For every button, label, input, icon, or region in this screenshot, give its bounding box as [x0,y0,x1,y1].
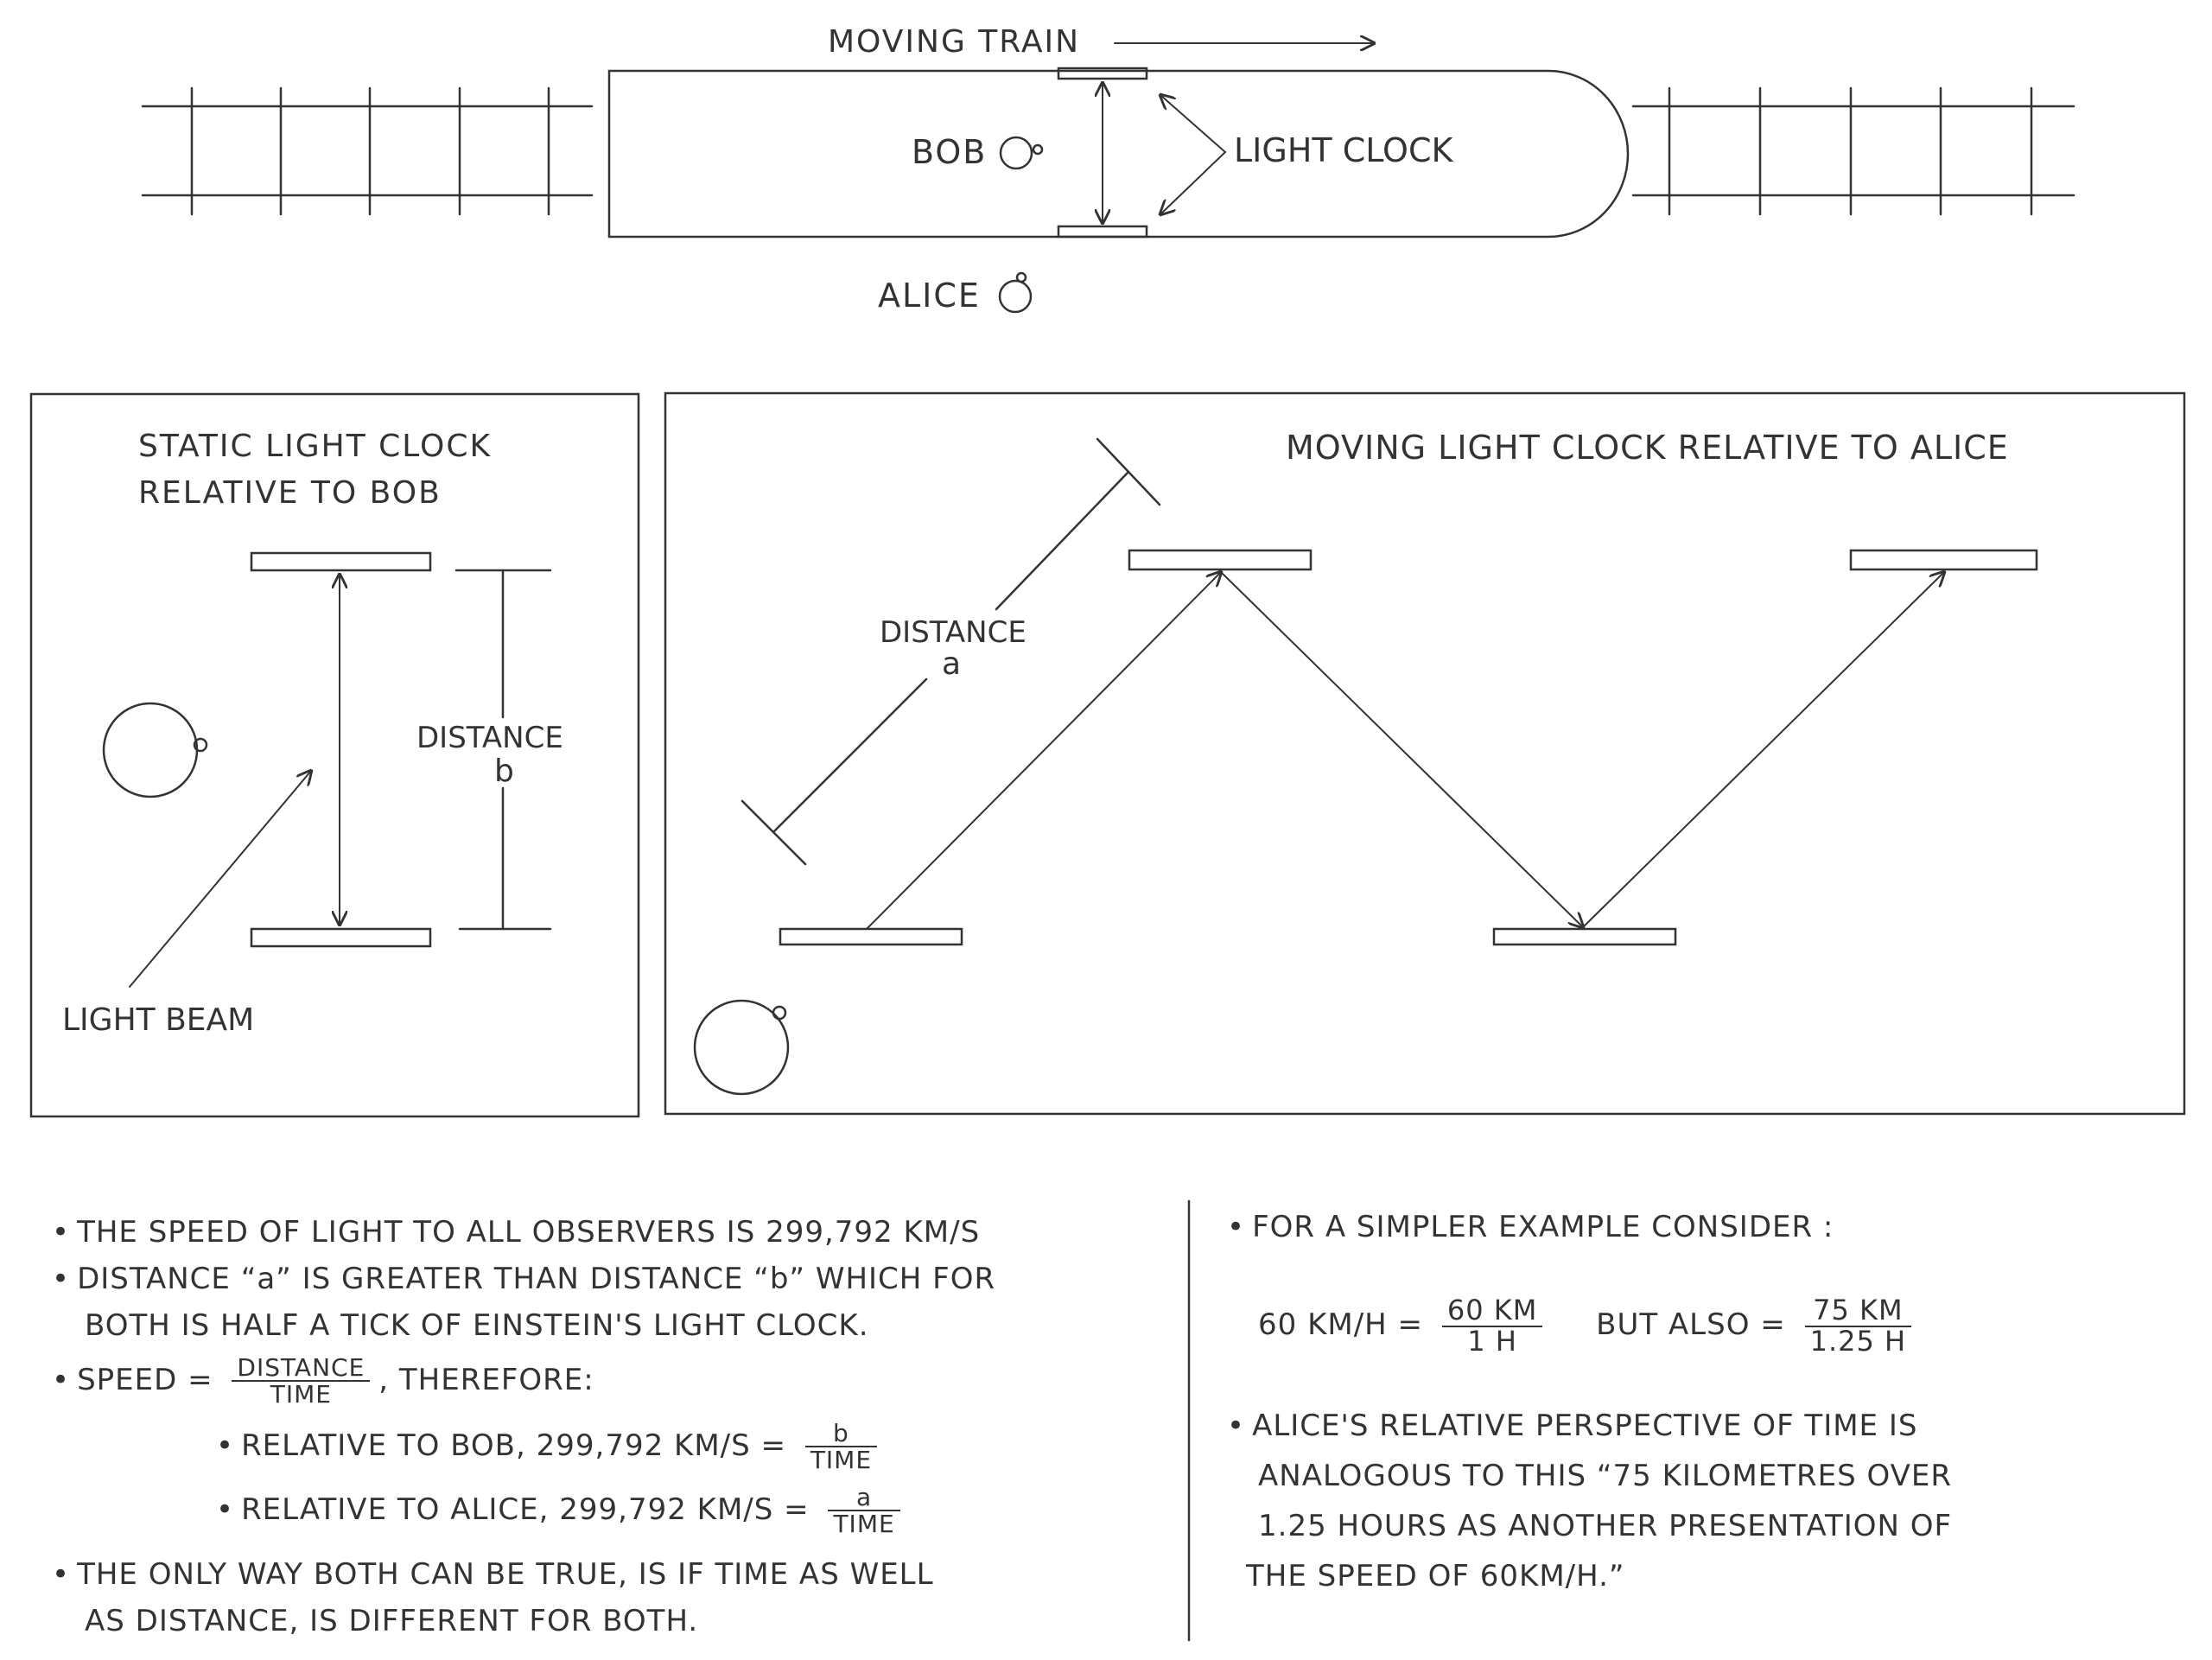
note-alice-perspective-3: 1.25 HOURS AS ANOTHER PRESENTATION OF [1258,1509,1953,1543]
static-panel-title-line1: STATIC LIGHT CLOCK [138,429,493,464]
alice-head-icon [998,271,1033,314]
relative-bob-den: TIME [810,1446,873,1475]
speed-fraction-den: TIME [270,1380,332,1409]
eq-mid: BUT ALSO = [1596,1307,1786,1343]
note-relative-bob: •RELATIVE TO BOB, 299,792 KM/S = b TIME [216,1421,886,1473]
distance-b-label: DISTANCE [416,721,563,755]
train-clock-top-mirror [1057,67,1148,80]
static-top-mirror [250,551,432,572]
relative-alice-den: TIME [833,1510,895,1539]
moving-mirror-bottom-2 [1492,927,1677,946]
moving-light-path [866,572,1944,929]
note-half-tick: BOTH IS HALF A TICK OF EINSTEIN'S LIGHT … [85,1308,869,1343]
eq-fraction-2-den: 1.25 H [1809,1324,1907,1358]
moving-mirror-top-1 [1128,549,1313,571]
relative-bob-prefix: RELATIVE TO BOB, 299,792 KM/S = [241,1428,786,1463]
distance-a-label: DISTANCE [880,615,1027,650]
note-alice-perspective-1: •ALICE'S RELATIVE PERSPECTIVE OF TIME IS [1227,1409,1918,1443]
note-line-1-text: THE SPEED OF LIGHT TO ALL OBSERVERS IS 2… [77,1215,981,1250]
note-alice-perspective-2: ANALOGOUS TO THIS “75 KILOMETRES OVER [1258,1459,1953,1493]
static-panel-frame [29,392,640,1118]
distance-a-var: a [942,646,963,682]
eq-fraction-1-den: 1 H [1467,1324,1517,1358]
notes-left: •THE SPEED OF LIGHT TO ALL OBSERVERS IS … [52,1210,1166,1642]
relative-alice-fraction: a TIME [828,1485,900,1539]
speed-fraction: DISTANCE TIME [232,1355,371,1409]
note-distance-compare: •DISTANCE “a” IS GREATER THAN DISTANCE “… [52,1262,996,1296]
relative-bob-num: b [804,1421,878,1448]
bob-label: BOB [912,133,988,171]
conclusion-line-1-text: THE ONLY WAY BOTH CAN BE TRUE, IS IF TIM… [77,1557,934,1592]
speed-fraction-num: DISTANCE [232,1355,371,1383]
note-conclusion-1: •THE ONLY WAY BOTH CAN BE TRUE, IS IF TI… [52,1557,934,1592]
static-panel-title-line2: RELATIVE TO BOB [138,475,442,511]
note-alice-perspective-4: THE SPEED OF 60KM/H.” [1246,1559,1625,1593]
moving-mirror-bottom-1 [779,927,963,946]
bob-head-icon [999,136,1044,170]
moving-mirror-top-2 [1849,549,2038,571]
note-simpler-example: •FOR A SIMPLER EXAMPLE CONSIDER : [1227,1210,1834,1244]
relative-alice-prefix: RELATIVE TO ALICE, 299,792 KM/S = [241,1491,810,1527]
note-line-2-text: DISTANCE “a” IS GREATER THAN DISTANCE “b… [77,1262,996,1296]
note-example-equation: 60 KM/H = 60 KM 1 H BUT ALSO = 75 KM 1.2… [1258,1295,1920,1358]
note-speed-of-light: •THE SPEED OF LIGHT TO ALL OBSERVERS IS … [52,1215,981,1250]
moving-panel-title: MOVING LIGHT CLOCK RELATIVE TO ALICE [1286,429,2009,467]
note-speed-formula: •SPEED = DISTANCE TIME , THEREFORE: [52,1353,594,1409]
eq-fraction-1: 60 KM 1 H [1441,1295,1543,1358]
eq-fraction-2-num: 75 KM [1804,1295,1912,1327]
note-conclusion-2: AS DISTANCE, IS DIFFERENT FOR BOTH. [85,1604,699,1638]
relative-bob-fraction: b TIME [804,1421,878,1475]
train-clock-bottom-mirror [1057,225,1148,239]
light-clock-pointer [1160,95,1226,214]
moving-train-label: MOVING TRAIN [828,24,1080,60]
speed-prefix: SPEED = [77,1362,213,1397]
right-track [1631,86,2075,216]
distance-b-var: b [494,754,516,789]
eq-fraction-2: 75 KM 1.25 H [1804,1295,1912,1358]
alice-label: ALICE [878,277,981,315]
note-relative-alice: •RELATIVE TO ALICE, 299,792 KM/S = a TIM… [216,1485,909,1537]
alice-observer-icon [693,999,790,1096]
left-track [141,86,594,216]
light-clock-label: LIGHT CLOCK [1234,131,1453,169]
eq-left: 60 KM/H = [1258,1307,1424,1343]
simpler-example-text: FOR A SIMPLER EXAMPLE CONSIDER : [1252,1210,1834,1244]
train-body [607,69,1630,239]
eq-fraction-1-num: 60 KM [1441,1295,1543,1327]
bob-observer-icon [102,702,208,798]
relative-alice-num: a [828,1485,900,1512]
distance-a-bracket [741,437,1161,866]
static-bottom-mirror [250,927,432,948]
speed-suffix: , THEREFORE: [378,1362,594,1397]
distance-b-bracket [454,569,552,931]
perspective-line-1-text: ALICE'S RELATIVE PERSPECTIVE OF TIME IS [1252,1409,1918,1443]
light-beam-pointer [129,771,311,988]
moving-panel-frame [664,391,2186,1116]
light-beam-label: LIGHT BEAM [62,1002,255,1038]
notes-right: •FOR A SIMPLER EXAMPLE CONSIDER : 60 KM/… [1227,1210,2195,1642]
